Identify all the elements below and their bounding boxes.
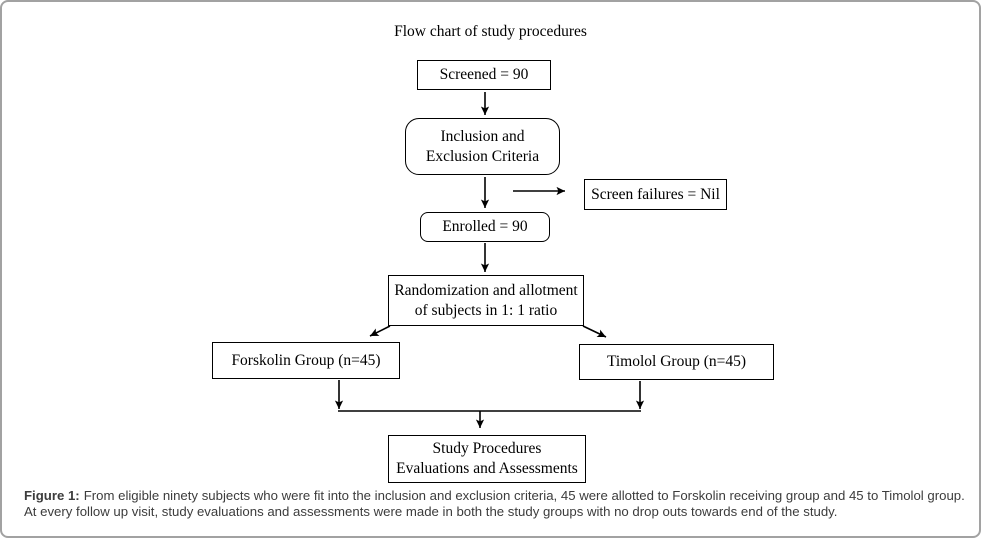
arrow-randomization-to-timolol bbox=[582, 325, 607, 338]
node-study-procedures: Study Procedures Evaluations and Assessm… bbox=[388, 435, 586, 483]
figure-title: Flow chart of study procedures bbox=[394, 23, 587, 40]
node-screened: Screened = 90 bbox=[417, 60, 551, 90]
node-randomization: Randomization and allotment of subjects … bbox=[388, 275, 584, 326]
node-enrolled: Enrolled = 90 bbox=[420, 212, 550, 242]
figure-caption-text: From eligible ninety subjects who were f… bbox=[24, 488, 965, 519]
arrow-randomization-to-forskolin bbox=[369, 325, 391, 337]
node-timolol-group: Timolol Group (n=45) bbox=[579, 344, 774, 380]
node-forskolin-group: Forskolin Group (n=45) bbox=[212, 342, 400, 379]
figure-caption: Figure 1:From eligible ninety subjects w… bbox=[24, 488, 971, 519]
node-inclusion-exclusion-criteria: Inclusion and Exclusion Criteria bbox=[405, 118, 560, 175]
figure-caption-label: Figure 1: bbox=[24, 488, 80, 503]
node-screen-failures: Screen failures = Nil bbox=[584, 179, 727, 210]
